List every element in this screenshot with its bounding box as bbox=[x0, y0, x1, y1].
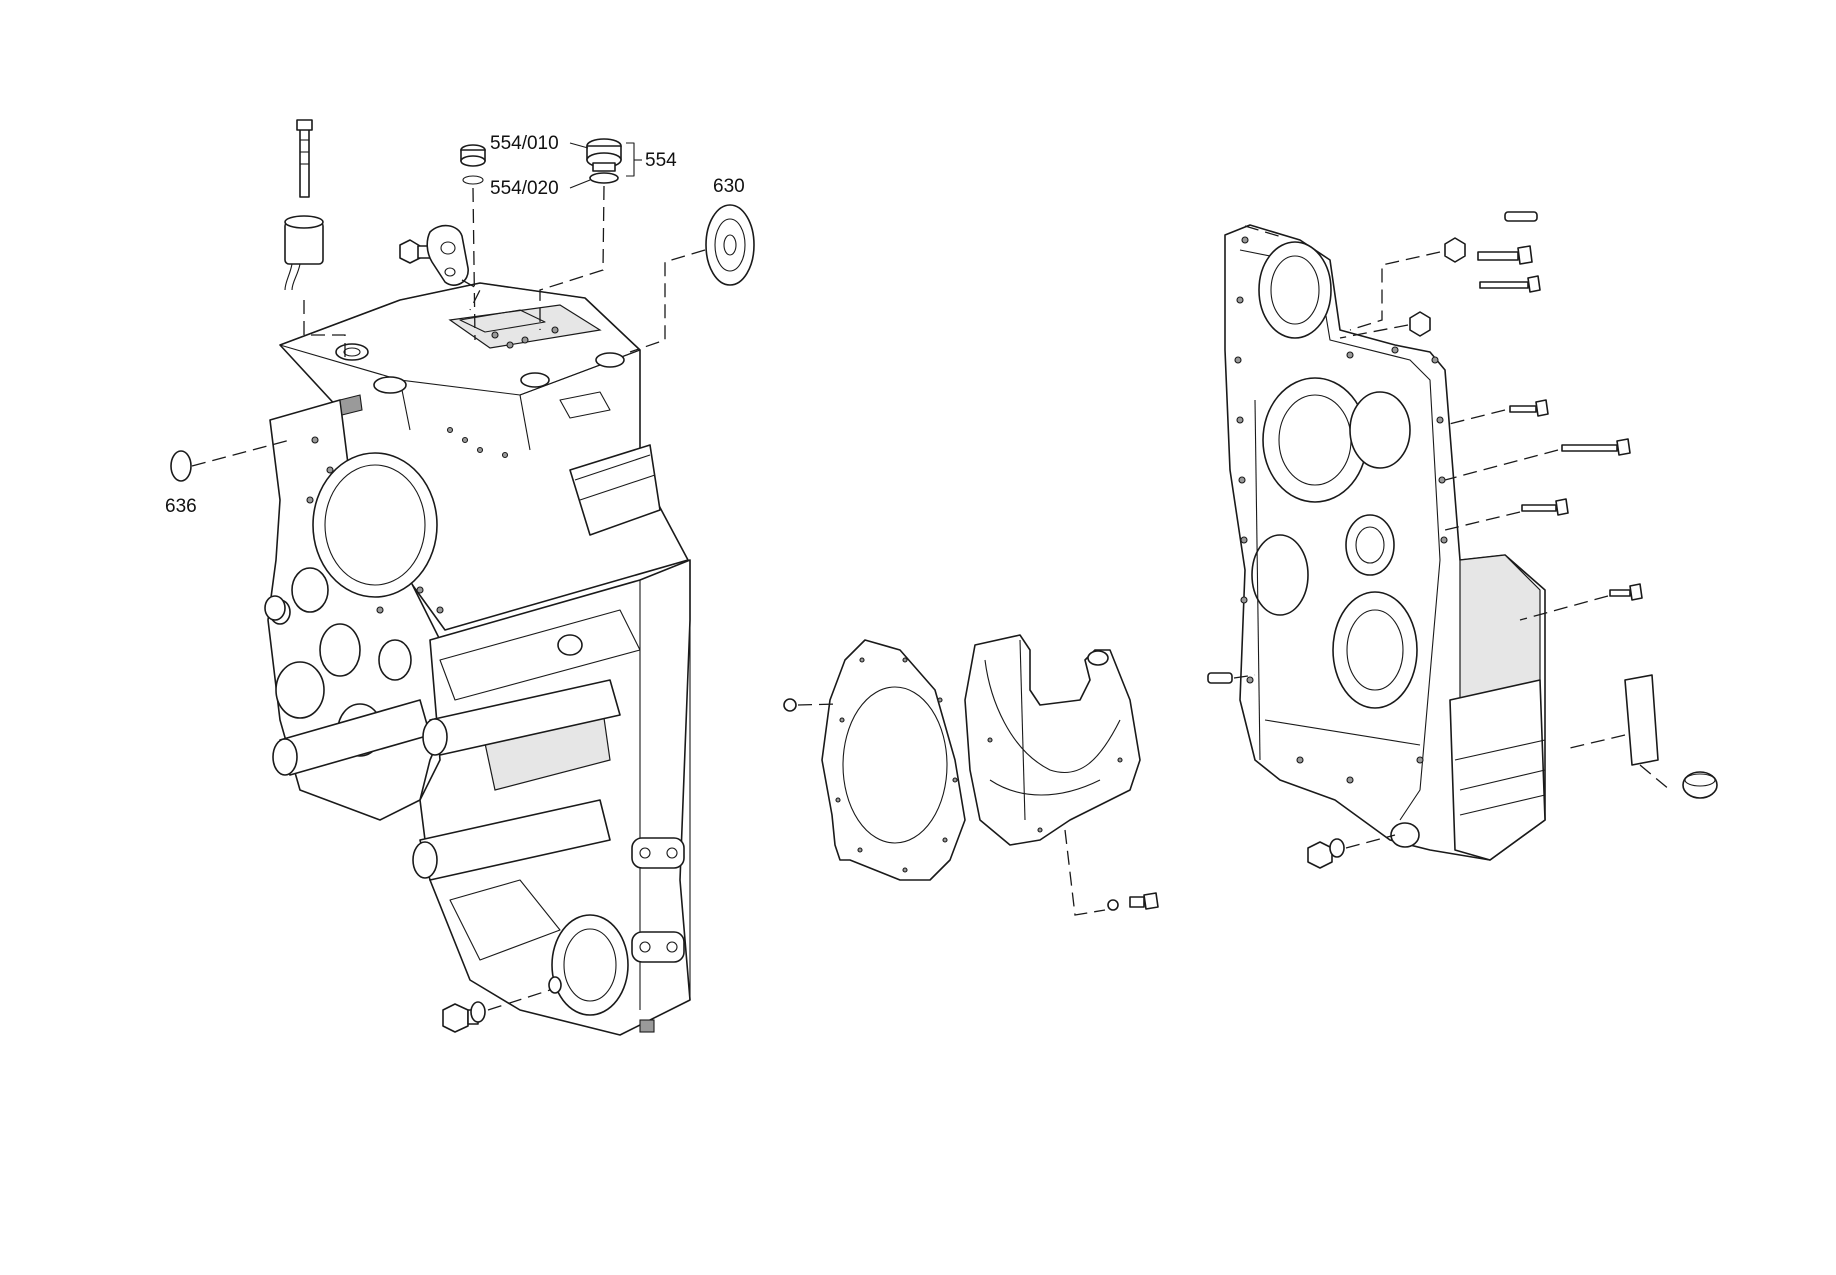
drain-plug-right bbox=[1307, 838, 1345, 869]
plug-right bbox=[1682, 771, 1718, 799]
drain-plug bbox=[442, 1001, 486, 1033]
callout-636: 636 bbox=[165, 496, 197, 517]
shroud-cover bbox=[964, 634, 1141, 846]
left-transmission-housing bbox=[264, 282, 691, 1036]
plug-554 bbox=[586, 138, 622, 184]
plug-636 bbox=[170, 450, 192, 482]
callout-554-010: 554/010 bbox=[490, 133, 559, 154]
callout-630: 630 bbox=[713, 176, 745, 197]
washer-small bbox=[783, 698, 797, 712]
bolt-washer-middle bbox=[1107, 892, 1159, 911]
plug-554-010 bbox=[460, 144, 486, 185]
fasteners-right bbox=[1207, 211, 1643, 684]
callout-554: 554 bbox=[645, 150, 677, 171]
right-transmission-housing bbox=[1224, 224, 1546, 861]
flange-plate bbox=[426, 224, 469, 286]
callout-554-020: 554/020 bbox=[490, 178, 559, 199]
sensor-assembly bbox=[284, 119, 324, 291]
cover-disc-630 bbox=[705, 204, 755, 286]
gasket-ring bbox=[821, 639, 966, 881]
cover-plate bbox=[1624, 674, 1659, 766]
